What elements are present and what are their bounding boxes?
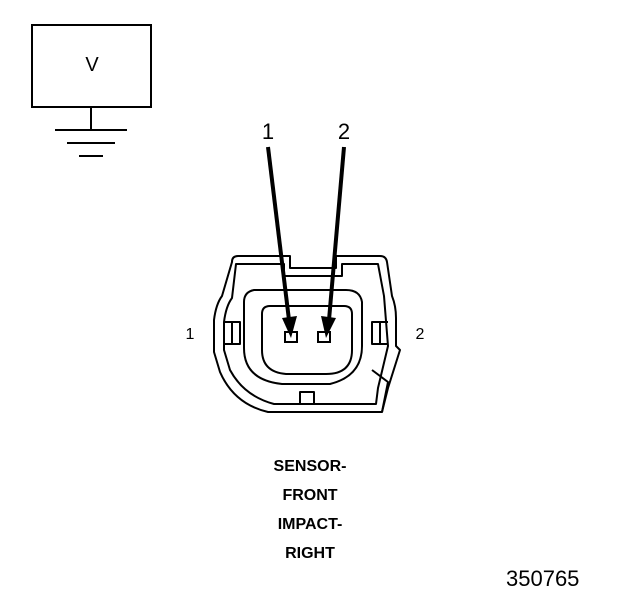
component-caption: SENSOR- FRONT IMPACT- RIGHT: [230, 452, 390, 568]
probe-arrow-1: [266, 146, 297, 338]
caption-line: FRONT: [282, 487, 338, 504]
terminal-side-label-2: 2: [415, 326, 425, 343]
connector-housing: [213, 255, 401, 413]
probe-label-1: 1: [261, 119, 275, 144]
figure-number: 350765: [506, 566, 580, 591]
voltmeter: [31, 24, 152, 157]
caption-line: RIGHT: [285, 545, 335, 562]
voltmeter-label: V: [85, 54, 99, 76]
caption-line: SENSOR-: [273, 458, 347, 475]
terminal-2: [317, 331, 331, 343]
ground-icon: [55, 129, 127, 157]
probe-label-2: 2: [337, 119, 351, 144]
caption-line: IMPACT-: [277, 516, 343, 533]
terminal-side-label-1: 1: [185, 326, 195, 343]
probe-arrow-2: [321, 146, 346, 338]
